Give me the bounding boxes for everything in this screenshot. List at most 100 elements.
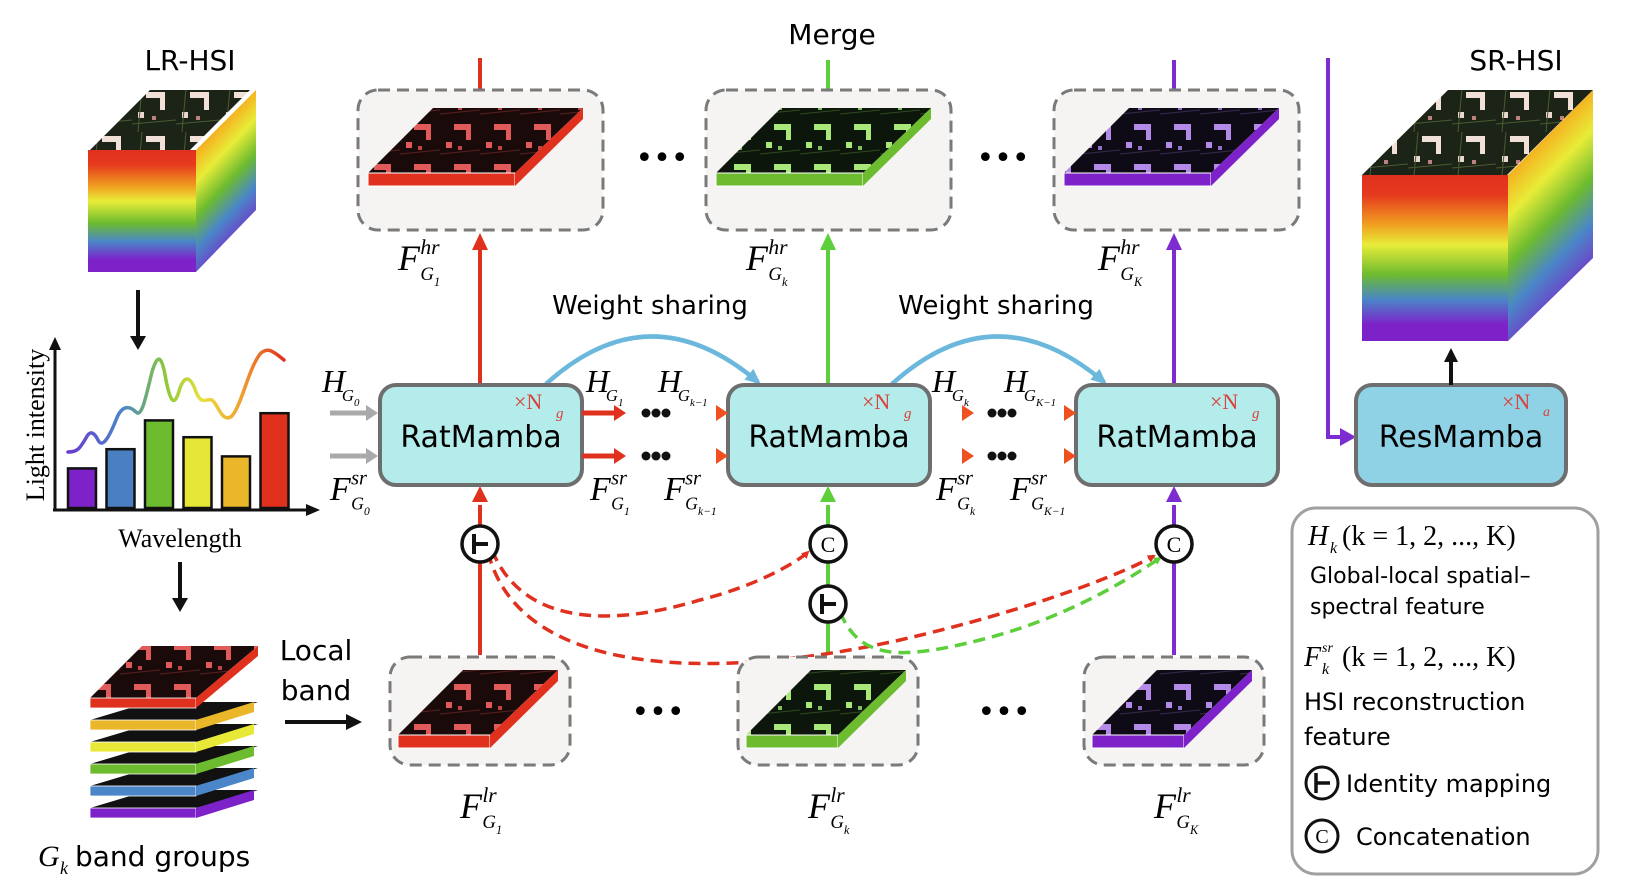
ratmamba-repeat: ×N <box>514 389 542 414</box>
arrow-head <box>1064 405 1076 421</box>
hr-feature-row <box>356 88 1301 232</box>
x-axis-arrowhead <box>306 504 320 516</box>
concat-letter: C <box>1167 532 1182 557</box>
slab-top <box>398 670 558 735</box>
lr-feature-row <box>388 655 1266 767</box>
spectrum-bar-2 <box>143 419 175 510</box>
label-sub: G <box>420 264 434 285</box>
label-base: F <box>1097 238 1121 278</box>
y-axis-arrowhead <box>49 337 61 350</box>
ratmamba-repeat-sub: g <box>904 406 912 422</box>
local-band-arrow <box>285 714 362 730</box>
label-subsub: 0 <box>364 505 370 518</box>
legend-h-range: (k = 1, 2, ..., K) <box>1342 521 1516 552</box>
label-sup: lr <box>482 783 497 807</box>
label-subsub: K <box>1133 275 1143 289</box>
dot <box>987 408 997 418</box>
flow-arrow-4-0 <box>1026 405 1076 421</box>
y-axis-label: Light intensity <box>21 349 50 501</box>
ratmamba-box <box>726 383 932 487</box>
legend-f-range: (k = 1, 2, ..., K) <box>1342 642 1516 673</box>
label-base: H <box>585 363 611 399</box>
hr-ellipsis-1: ••• <box>635 141 688 176</box>
legend-h-desc-1: Global-local spatial– <box>1310 564 1531 589</box>
flow-arrow-1-1 <box>582 448 626 464</box>
label-subsub: k <box>844 823 850 837</box>
legend-concat-icon: C <box>1304 818 1340 854</box>
label-sup: sr <box>611 468 627 490</box>
down-arrow-2 <box>172 562 188 612</box>
label-subsub: k <box>970 505 976 518</box>
label-sub: G <box>342 386 354 405</box>
arrow-head <box>716 448 728 464</box>
legend: H k (k = 1, 2, ..., K) Global-local spat… <box>1290 506 1600 876</box>
band-layer-side-4 <box>196 702 254 730</box>
slab-side <box>490 670 558 748</box>
label-subsub: K <box>1189 823 1199 837</box>
label-sub: G <box>1120 264 1134 285</box>
slab-top <box>1092 670 1252 735</box>
label-sub: G <box>1024 386 1036 405</box>
resmamba-repeat: ×N <box>1502 389 1530 414</box>
label-base: H <box>657 363 683 399</box>
recurrent-flow-arrows <box>330 405 1076 464</box>
label-base: F <box>1009 471 1032 508</box>
legend-f-sup: sr <box>1322 641 1333 656</box>
band-layer-side-2 <box>196 746 254 774</box>
band-layer-top-0 <box>90 790 258 808</box>
legend-h-sub: k <box>1330 540 1338 557</box>
label-base: F <box>745 238 769 278</box>
label-sub: G <box>957 494 970 514</box>
label-base: F <box>1153 786 1177 826</box>
label-subsub: 0 <box>354 397 360 409</box>
band-layer-front-1 <box>89 785 197 797</box>
label-sup: hr <box>768 235 788 259</box>
band-layer-side-5 <box>196 646 258 708</box>
resmamba-repeat-sub: a <box>1543 405 1550 420</box>
arrow-head <box>614 405 626 421</box>
label-subsub: k−1 <box>690 397 708 409</box>
spectrum-chart: Light intensity Wavelength <box>21 337 320 553</box>
hr-ellipsis-2: ••• <box>976 141 1029 176</box>
label-base: F <box>807 786 831 826</box>
spectrum-bar-3 <box>182 435 213 510</box>
band-layer-top-4 <box>90 702 258 720</box>
band-layer-side-3 <box>196 724 254 752</box>
slab-top <box>368 108 583 173</box>
label-sub: G <box>678 386 690 405</box>
ratmamba-repeat: ×N <box>1210 389 1238 414</box>
dot <box>1007 451 1017 461</box>
concat-circle <box>1154 524 1194 564</box>
ratmamba-label: RatMamba <box>748 420 909 455</box>
band-layer-top-1 <box>90 768 258 786</box>
local-band-label-1: Local <box>280 634 353 667</box>
slab-side <box>515 108 583 186</box>
label-base: H <box>321 363 347 399</box>
cube-top-face <box>90 90 250 150</box>
legend-identity-icon <box>1304 765 1340 801</box>
concat-letter: C <box>821 532 836 557</box>
band-layer-top-3 <box>90 724 258 742</box>
input-arrow-1 <box>330 448 378 464</box>
band-groups-stack <box>89 646 258 819</box>
sr-hsi-title: SR-HSI <box>1469 44 1562 77</box>
skip-connection-green <box>838 556 1162 655</box>
lr-hsi-title: LR-HSI <box>144 44 235 77</box>
arrow-head <box>962 448 974 464</box>
legend-f-desc-2: feature <box>1304 723 1391 751</box>
identity-mapping-op-2 <box>808 584 848 624</box>
slab-front <box>1063 172 1212 187</box>
slab-front <box>367 172 516 187</box>
weight-sharing-arrow-2 <box>878 334 1108 398</box>
resmamba-block[interactable]: ResMamba ×N a <box>1354 383 1568 487</box>
hr-feature-slab-2 <box>1063 108 1279 187</box>
